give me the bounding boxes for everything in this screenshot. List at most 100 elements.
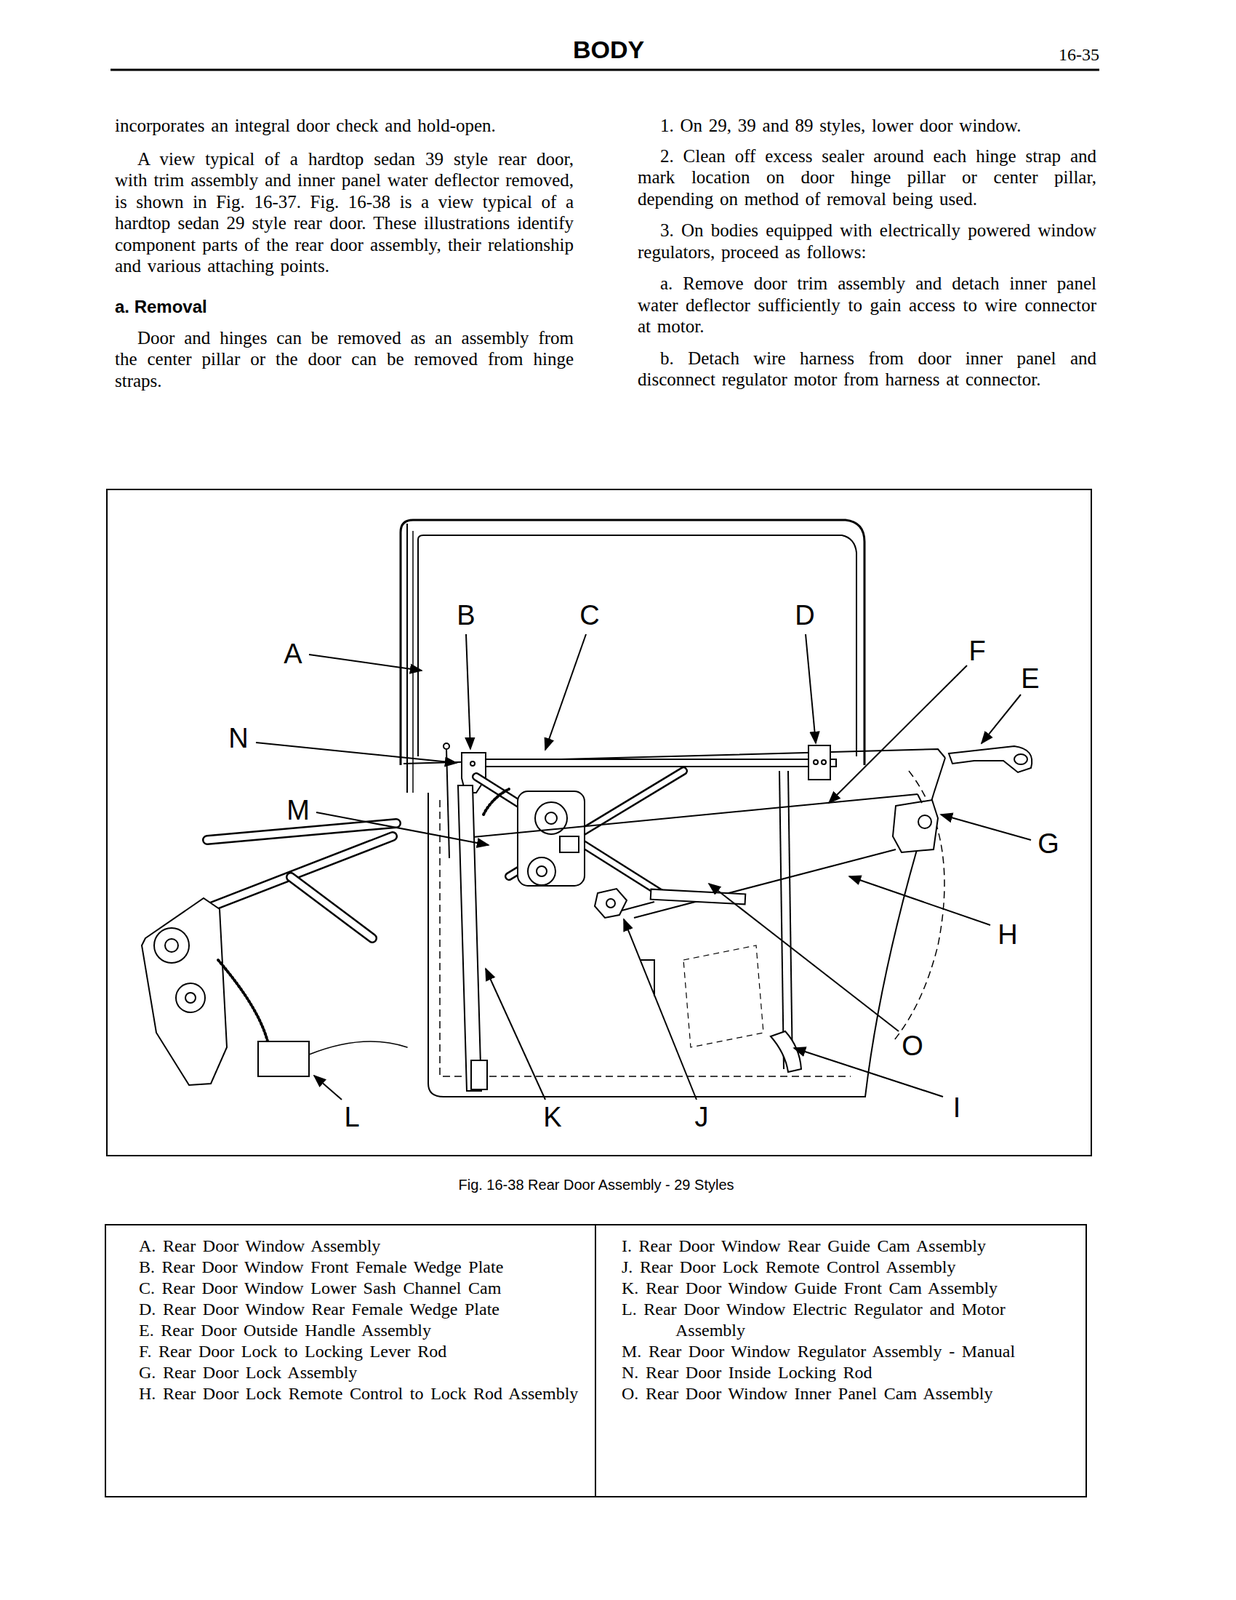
body-paragraph: b. Detach wire harness from door inner p… bbox=[637, 347, 1097, 391]
sash-channel bbox=[821, 759, 826, 765]
callout-letter: K bbox=[541, 1102, 563, 1132]
guide-cams bbox=[770, 1030, 802, 1072]
legend-entry: G. Rear Door Lock Assembly bbox=[194, 1361, 582, 1383]
legend-entry: K. Rear Door Window Guide Front Cam Asse… bbox=[675, 1277, 1073, 1299]
outside-handle bbox=[948, 745, 1032, 773]
callout-letter: D bbox=[793, 600, 816, 630]
window-regulator bbox=[527, 857, 556, 885]
legend-entry: A. Rear Door Window Assembly bbox=[194, 1235, 582, 1257]
callout-letter: G bbox=[1036, 828, 1061, 858]
callout-letter: O bbox=[900, 1030, 925, 1061]
legend-entry: D. Rear Door Window Rear Female Wedge Pl… bbox=[194, 1298, 582, 1320]
page-number: 16-35 bbox=[1003, 43, 1100, 66]
sash-channel bbox=[470, 761, 475, 766]
electric-regulator bbox=[258, 1041, 309, 1077]
remote-control bbox=[650, 889, 746, 905]
leader-line bbox=[940, 814, 1031, 840]
legend-table-cell: I. Rear Door Window Rear Guide Cam Assem… bbox=[594, 1223, 1087, 1498]
electric-regulator bbox=[205, 836, 393, 909]
body-paragraph: 3. On bodies equipped with electrically … bbox=[637, 219, 1097, 263]
text-column: 1. On 29, 39 and 89 styles, lower door w… bbox=[637, 114, 1097, 391]
figure-frame bbox=[106, 489, 1092, 1156]
figure-frame bbox=[106, 489, 1092, 1156]
leader-line bbox=[316, 812, 489, 845]
lock-rods bbox=[443, 743, 918, 918]
legend-entry: E. Rear Door Outside Handle Assembly bbox=[194, 1319, 582, 1341]
callout-letter: F bbox=[966, 636, 987, 666]
electric-regulator bbox=[309, 1041, 408, 1055]
electric-regulator bbox=[154, 927, 190, 963]
remote-control bbox=[594, 888, 746, 918]
electric-regulator bbox=[185, 992, 196, 1003]
callout-letter: M bbox=[285, 795, 312, 825]
electric-regulator bbox=[141, 897, 227, 1085]
lock-rods bbox=[633, 849, 896, 918]
lock-rods bbox=[465, 793, 918, 838]
leader-line bbox=[466, 633, 471, 749]
text-column: incorporates an integral door check and … bbox=[114, 114, 574, 392]
sash-channel bbox=[479, 759, 837, 767]
lock-rods bbox=[446, 748, 450, 858]
callout-letter: J bbox=[693, 1102, 711, 1132]
electric-regulator bbox=[205, 836, 393, 909]
leader-line bbox=[849, 876, 991, 925]
legend-entry: I. Rear Door Window Rear Guide Cam Assem… bbox=[675, 1235, 1073, 1257]
callout-letter: A bbox=[282, 639, 304, 669]
window-regulator bbox=[545, 812, 557, 824]
door-lock bbox=[892, 799, 938, 853]
window-regulator bbox=[536, 865, 547, 877]
door-window bbox=[400, 519, 865, 765]
door-window bbox=[412, 530, 414, 793]
callout-letter: L bbox=[342, 1102, 361, 1132]
leader-line bbox=[255, 742, 457, 763]
door-lock bbox=[917, 793, 922, 803]
leader-line bbox=[309, 654, 422, 671]
callout-letter: C bbox=[578, 600, 601, 630]
door-shell bbox=[428, 757, 946, 1097]
electric-regulator bbox=[175, 982, 206, 1013]
legend-entry: J. Rear Door Lock Remote Control Assembl… bbox=[675, 1256, 1073, 1278]
door-shell bbox=[683, 945, 764, 1047]
callout-letter: N bbox=[226, 723, 250, 753]
leader-line bbox=[485, 968, 546, 1100]
callout-letter: E bbox=[1019, 663, 1041, 693]
outside-handle bbox=[1014, 753, 1028, 765]
electric-regulator bbox=[290, 876, 373, 938]
remote-control bbox=[606, 898, 616, 908]
header-rule bbox=[110, 69, 1100, 72]
electric-regulator bbox=[207, 823, 397, 840]
legend-entry: C. Rear Door Window Lower Sash Channel C… bbox=[194, 1277, 582, 1299]
sash-channel bbox=[813, 759, 818, 765]
leader-line bbox=[314, 1075, 342, 1100]
callout-letter: I bbox=[951, 1092, 963, 1122]
window-regulator bbox=[517, 791, 585, 886]
window-regulator bbox=[483, 788, 509, 815]
guide-cams bbox=[779, 770, 784, 1069]
leader-line bbox=[255, 633, 1031, 1100]
legend-entry: O. Rear Door Window Inner Panel Cam Asse… bbox=[675, 1382, 1073, 1404]
legend-entry: N. Rear Door Inside Locking Rod bbox=[675, 1361, 1073, 1383]
body-paragraph: incorporates an integral door check and … bbox=[114, 114, 574, 137]
body-paragraph: 2. Clean off excess sealer around each h… bbox=[637, 145, 1097, 211]
callout-letter: H bbox=[996, 919, 1019, 949]
outside-handle bbox=[948, 745, 1032, 773]
electric-regulator bbox=[290, 876, 373, 938]
body-paragraph: 1. On 29, 39 and 89 styles, lower door w… bbox=[637, 114, 1097, 137]
guide-cams bbox=[471, 1060, 488, 1090]
body-paragraph: Door and hinges can be removed as an ass… bbox=[114, 327, 574, 392]
door-window bbox=[400, 519, 865, 793]
lock-rods bbox=[443, 743, 450, 749]
door-window bbox=[406, 523, 408, 793]
leader-line bbox=[708, 883, 899, 1031]
legend-entry: L. Rear Door Window Electric Regulator a… bbox=[675, 1298, 1073, 1341]
legend-entry: M. Rear Door Window Regulator Assembly -… bbox=[675, 1340, 1073, 1362]
remote-control bbox=[621, 901, 655, 911]
guide-cams bbox=[788, 770, 793, 1069]
guide-cams bbox=[458, 770, 802, 1091]
legend-entry: B. Rear Door Window Front Female Wedge P… bbox=[194, 1256, 582, 1278]
sash-channel bbox=[808, 745, 831, 780]
electric-regulator bbox=[207, 823, 397, 840]
body-paragraph: A view typical of a hardtop sedan 39 sty… bbox=[114, 148, 574, 278]
window-regulator bbox=[559, 836, 579, 853]
